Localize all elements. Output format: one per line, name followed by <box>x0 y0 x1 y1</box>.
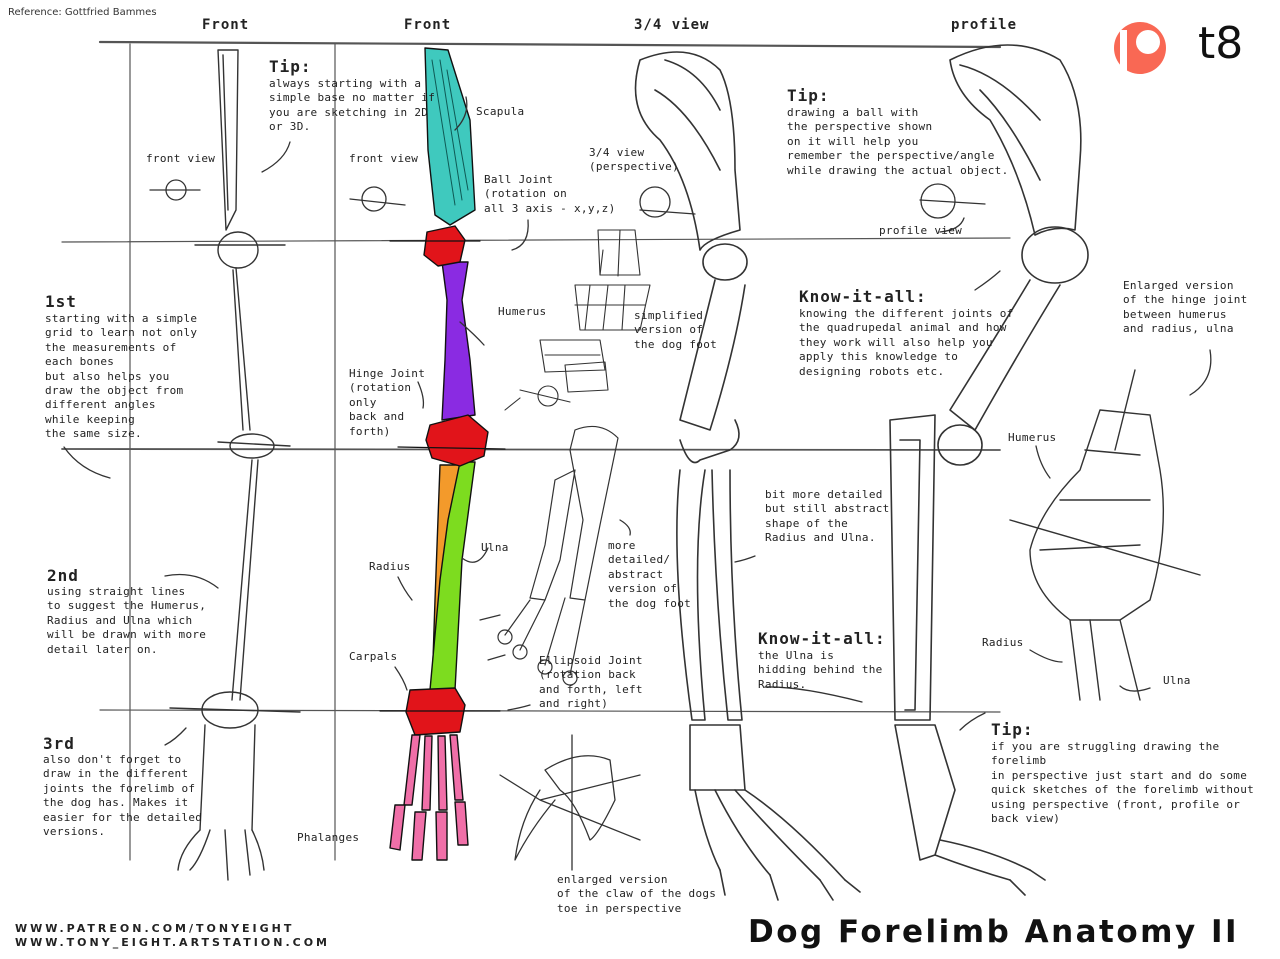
artstation-link[interactable]: WWW.TONY_EIGHT.ARTSTATION.COM <box>15 936 330 949</box>
reference-credit: Reference: Gottfried Bammes <box>8 7 157 18</box>
label-ulna-right: Ulna <box>1163 674 1191 688</box>
humerus-shape <box>442 262 475 420</box>
label-enlarged-hinge: Enlarged version of the hinge joint betw… <box>1123 279 1248 337</box>
three-quarter-leg <box>636 52 861 900</box>
t8-logo: t8 <box>1198 18 1243 69</box>
label-profile-view: profile view <box>879 224 962 238</box>
label-front-view-2: front view <box>349 152 418 166</box>
step2-body: using straight lines to suggest the Hume… <box>47 585 206 657</box>
kia2-title: Know-it-all: <box>758 629 886 648</box>
label-hinge-joint: Hinge Joint (rotation only back and fort… <box>349 367 425 439</box>
header-three-quarter: 3/4 view <box>634 17 709 33</box>
tip1-title: Tip: <box>269 57 312 76</box>
tip3-body: if you are struggling drawing the foreli… <box>991 740 1280 826</box>
step1-title: 1st <box>45 292 77 311</box>
joint-shoulder <box>424 226 465 266</box>
label-simplified-foot: simplified version of the dog foot <box>634 309 717 352</box>
label-scapula: Scapula <box>476 105 524 119</box>
claw-sketch <box>500 735 640 870</box>
patreon-link[interactable]: WWW.PATREON.COM/TONYEIGHT <box>15 922 294 935</box>
label-detailed: bit more detailed but still abstract sha… <box>765 488 890 546</box>
label-radius: Radius <box>369 560 411 574</box>
step3-body: also don't forget to draw in the differe… <box>43 753 202 839</box>
abstract-foot-sketch <box>480 426 618 685</box>
tip2-body: drawing a ball with the perspective show… <box>787 106 1009 178</box>
tip2-title: Tip: <box>787 86 830 105</box>
label-humerus-right: Humerus <box>1008 431 1056 445</box>
kia1-title: Know-it-all: <box>799 287 927 306</box>
tip1-body: always starting with a simple base no ma… <box>269 77 435 135</box>
step1-body: starting with a simple grid to learn not… <box>45 312 197 442</box>
simplified-foot-sketch <box>505 230 650 410</box>
label-phalanges: Phalanges <box>297 831 359 845</box>
scapula-shape <box>425 48 475 225</box>
tip3-title: Tip: <box>991 720 1034 739</box>
kia2-body: the Ulna is hidding behind the Radius. <box>758 649 883 692</box>
label-abstract-foot: more detailed/ abstract version of the d… <box>608 539 691 611</box>
colored-forelimb <box>380 48 505 860</box>
step3-title: 3rd <box>43 734 75 753</box>
joint-elbow <box>426 415 488 466</box>
header-front-1: Front <box>202 17 249 33</box>
label-radius-right: Radius <box>982 636 1024 650</box>
enlarged-hinge-sketch <box>1010 370 1200 700</box>
phalanges-shape <box>390 735 468 860</box>
label-ellipsoid-joint: Ellipsoid Joint (rotation back and forth… <box>539 654 643 712</box>
label-ulna: Ulna <box>481 541 509 555</box>
kia1-body: knowing the different joints of the quad… <box>799 307 1014 379</box>
header-profile: profile <box>951 17 1017 33</box>
label-front-view-1: front view <box>146 152 215 166</box>
label-carpals: Carpals <box>349 650 397 664</box>
label-ball-joint: Ball Joint (rotation on all 3 axis - x,y… <box>484 173 616 216</box>
patreon-logo <box>1114 22 1166 76</box>
header-front-2: Front <box>404 17 451 33</box>
label-humerus: Humerus <box>498 305 546 319</box>
label-claw: enlarged version of the claw of the dogs… <box>557 873 716 916</box>
page-title: Dog Forelimb Anatomy II <box>748 914 1239 950</box>
step2-title: 2nd <box>47 566 79 585</box>
label-three-quarter-view: 3/4 view (perspective) <box>589 146 679 175</box>
